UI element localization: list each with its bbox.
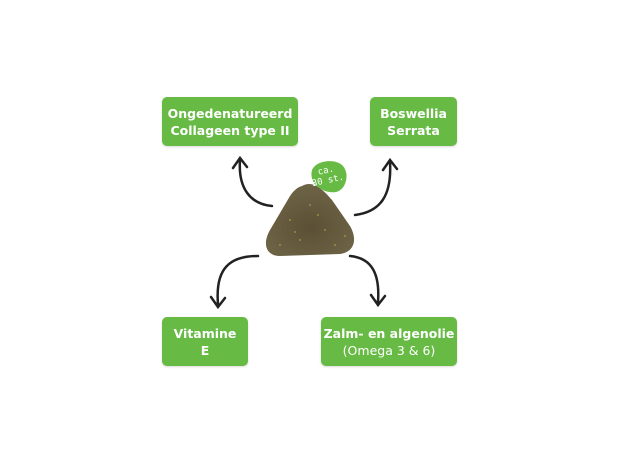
arrow-bottom-right (348, 254, 387, 308)
treat-image (265, 183, 355, 256)
ingredient-fish-algae-oil: Zalm- en algenolie (Omega 3 & 6) (321, 317, 457, 366)
ingredient-boswellia: Boswellia Serrata (370, 97, 457, 146)
ingredient-label: Boswellia (380, 105, 447, 121)
arrow-bottom-left (209, 254, 260, 310)
badge-blob (311, 161, 347, 193)
ingredient-vitamin-e: Vitamine E (162, 317, 248, 366)
ingredient-label: Ongedenatureerd (167, 105, 293, 121)
ingredient-label: Vitamine (173, 325, 237, 341)
ingredient-label: Serrata (387, 122, 440, 138)
arrow-top-right (353, 157, 399, 217)
ingredient-label: Zalm- en algenolie (323, 325, 455, 341)
ingredient-collagen: Ongedenatureerd Collageen type II (162, 97, 298, 146)
ingredient-sublabel: (Omega 3 & 6) (342, 342, 436, 358)
arrow-top-left (231, 155, 274, 208)
ingredient-label: E (200, 342, 210, 358)
ingredient-label: Collageen type II (170, 122, 290, 138)
